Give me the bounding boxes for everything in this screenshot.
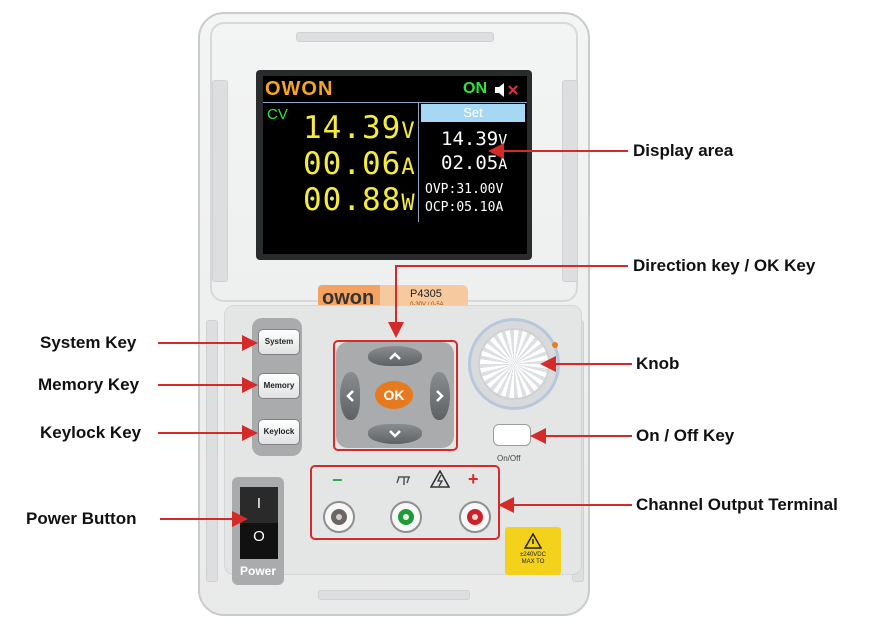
callout-system-key: System Key (40, 333, 137, 352)
display-screen: OWON ON CV 14.39V 00.06A 00.88W Set 14.3… (263, 76, 527, 254)
brand-logo: owon (322, 287, 375, 309)
callout-power-button: Power Button (26, 509, 137, 528)
callout-knob: Knob (636, 354, 680, 373)
warning-triangle-icon (523, 532, 543, 549)
voltage-reading: 14.39V (303, 110, 416, 146)
positive-terminal[interactable] (459, 501, 491, 533)
display-brand: OWON (265, 78, 334, 100)
ovp-setting: OVP:31.00V (425, 182, 504, 197)
warning-text-2: MAX TO (521, 559, 545, 565)
chevron-up-icon (389, 352, 401, 360)
chevron-right-icon (436, 390, 444, 402)
ok-key[interactable]: OK (375, 381, 413, 409)
header-divider (263, 102, 527, 103)
top-rail (296, 32, 494, 42)
negative-terminal[interactable] (323, 501, 355, 533)
callout-memory-key: Memory Key (38, 375, 140, 394)
plus-symbol: + (468, 469, 479, 489)
system-key[interactable]: System (258, 329, 300, 355)
warning-text-1: ±240VDC (520, 552, 546, 558)
right-rail (562, 80, 578, 282)
keylock-key[interactable]: Keylock (258, 419, 300, 445)
switch-off-mark: O (253, 528, 265, 545)
knob-indicator-dot (552, 342, 558, 348)
set-current: 02.05A (441, 152, 508, 174)
power-caption: Power (239, 564, 276, 578)
bottom-rail (318, 590, 470, 600)
switch-on-mark: I (256, 495, 262, 512)
down-key[interactable] (368, 424, 422, 444)
rotary-knob[interactable] (478, 328, 550, 400)
right-key[interactable] (430, 372, 450, 420)
chevron-down-icon (389, 430, 401, 438)
column-divider (418, 102, 419, 222)
power-reading: 00.88W (303, 182, 416, 218)
ground-terminal[interactable] (390, 501, 422, 533)
minus-symbol: − (332, 470, 343, 490)
chevron-left-icon (346, 390, 354, 402)
model-name: P4305 (410, 288, 442, 300)
direction-key-highlight (333, 340, 458, 451)
callout-display-area: Display area (633, 141, 734, 160)
high-voltage-warning-icon (430, 470, 450, 488)
up-key[interactable] (368, 346, 422, 366)
mode-indicator: CV (267, 106, 288, 123)
warning-label: ±240VDC MAX TO (505, 527, 561, 575)
callout-channel-output-terminal: Channel Output Terminal (636, 495, 838, 514)
left-rail (212, 80, 228, 282)
callout-direction-key: Direction key / OK Key (633, 256, 816, 275)
ground-icon (396, 476, 410, 485)
ocp-setting: OCP:05.10A (425, 200, 504, 215)
output-status: ON (463, 80, 487, 97)
callout-on-off-key: On / Off Key (636, 426, 735, 445)
memory-key[interactable]: Memory (258, 373, 300, 399)
set-voltage: 14.39V (441, 128, 508, 150)
on-off-caption: On/Off (497, 454, 521, 463)
callout-keylock-key: Keylock Key (40, 423, 142, 442)
left-key[interactable] (340, 372, 360, 420)
mute-icon (495, 83, 518, 97)
set-header: Set (421, 104, 525, 122)
current-reading: 00.06A (303, 146, 416, 182)
